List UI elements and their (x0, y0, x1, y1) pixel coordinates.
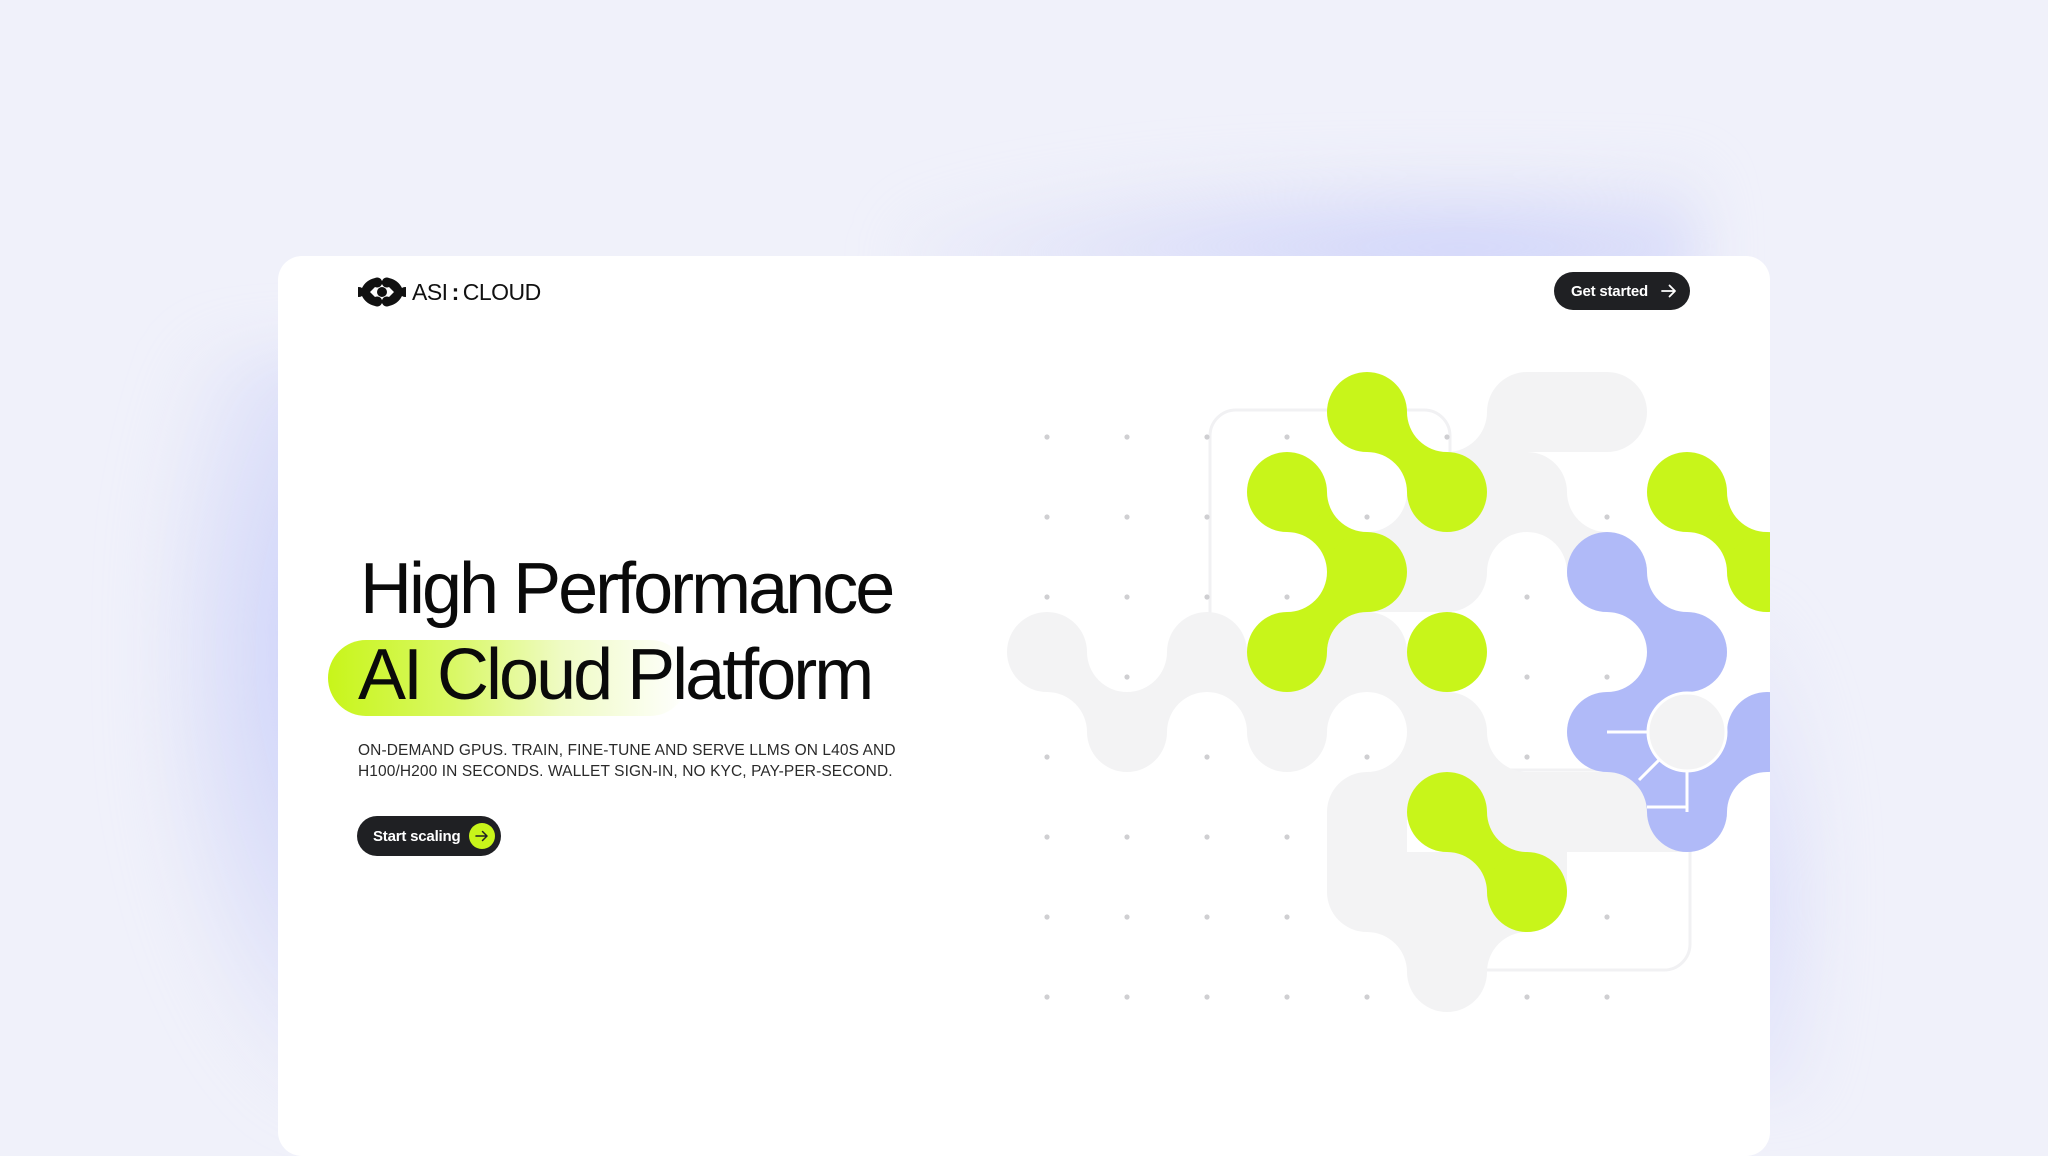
start-scaling-button[interactable]: Start scaling (357, 816, 502, 856)
hero-title-rest: Platform (610, 635, 874, 715)
brand-name: ASI:CLOUD (412, 278, 541, 305)
network-graphic (1007, 372, 1770, 1012)
hero-title-highlight-text: AI Cloud (358, 635, 613, 715)
title-highlight (328, 640, 688, 716)
asi-logo-icon (358, 277, 406, 307)
get-started-button[interactable]: Get started (1554, 272, 1690, 310)
arrow-right-icon (1661, 284, 1676, 298)
top-nav: ASI:CLOUD Get started (278, 256, 1770, 328)
landing-card: ASI:CLOUD Get started High Performance A… (278, 256, 1770, 1156)
hero-title: High Performance AI Cloud Platform (328, 546, 895, 718)
hero-subtitle: ON-DEMAND GPUS. TRAIN, FINE-TUNE AND SER… (358, 742, 896, 780)
hero-title-line1: High Performance (360, 549, 895, 629)
brand-logo[interactable]: ASI:CLOUD (358, 274, 541, 310)
start-scaling-label: Start scaling (373, 827, 461, 845)
hero-title-line2: AI Cloud Platform (328, 632, 892, 718)
arrow-right-circle-icon (469, 823, 496, 849)
hero-section: High Performance AI Cloud Platform (328, 546, 895, 718)
get-started-label: Get started (1571, 282, 1648, 300)
